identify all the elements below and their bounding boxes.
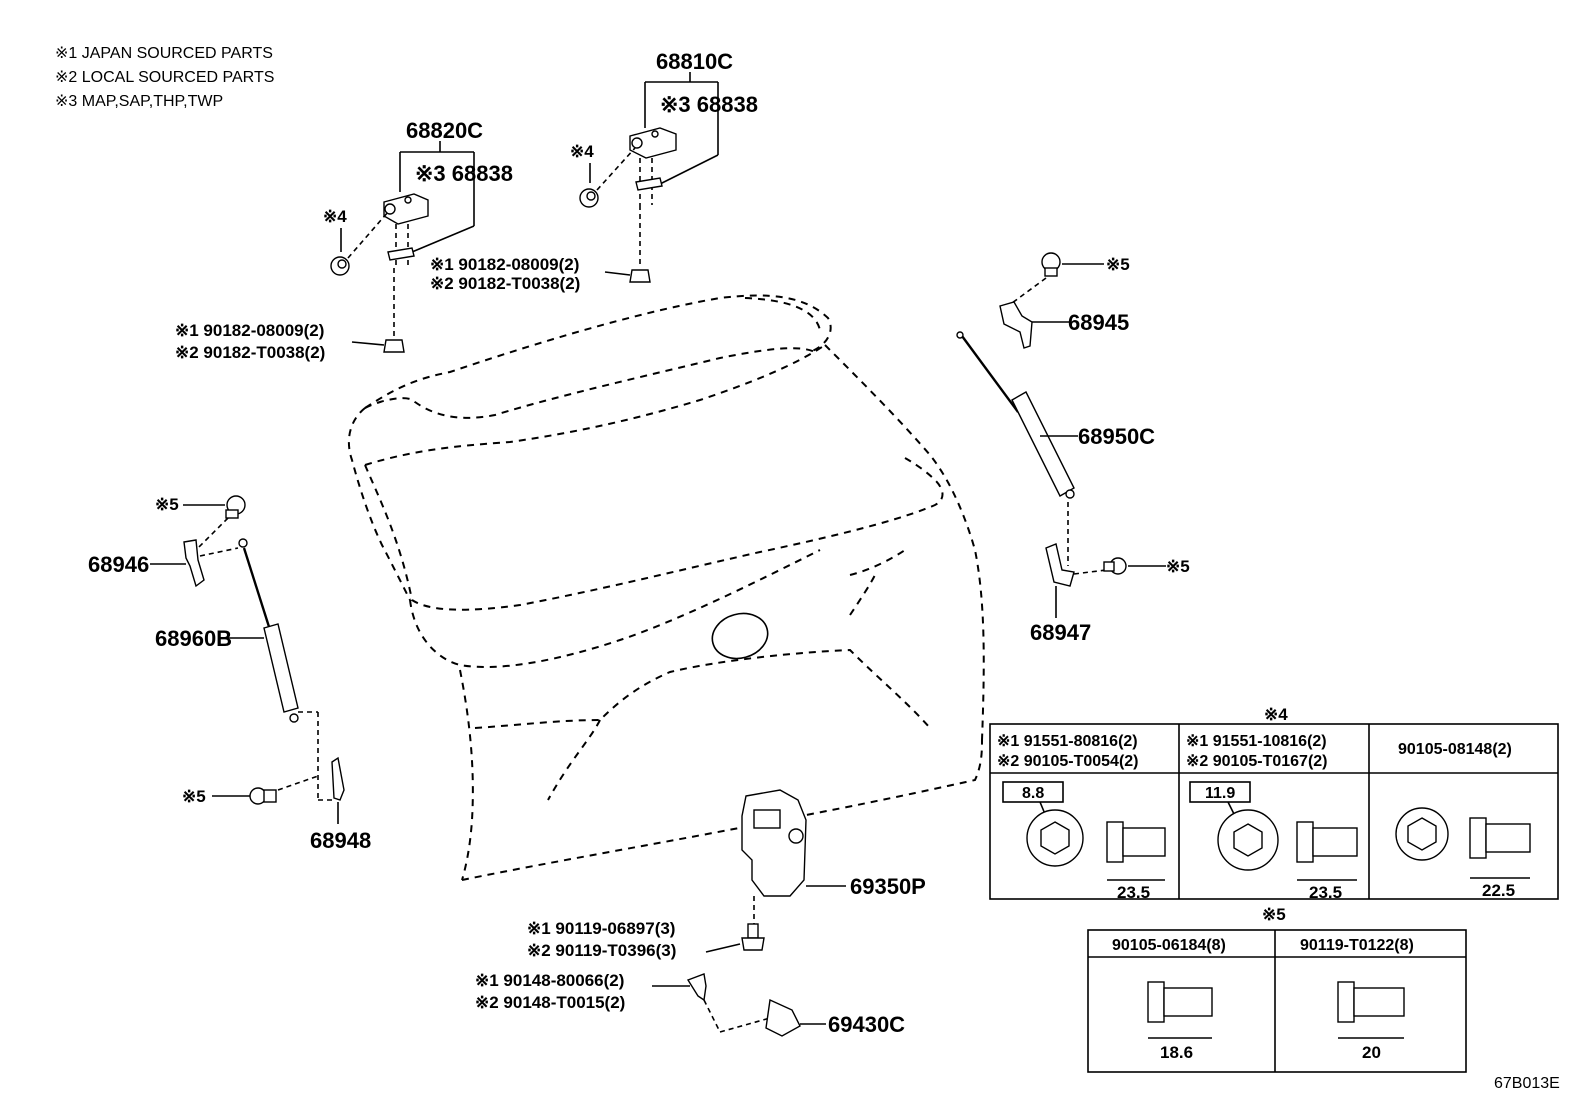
label-bolt-lock-2: ※2 90119-T0396(3)	[527, 941, 676, 960]
label-69430C: 69430C	[828, 1012, 905, 1037]
hinge-assembly-left: 68820C ※3 68838 ※4 ※1 90182-08009(2) ※2 …	[175, 118, 513, 362]
bumper-assembly: ※1 90148-80066(2) ※2 90148-T0015(2) 6943…	[475, 971, 905, 1037]
label-69350P: 69350P	[850, 874, 926, 899]
label-68810C: 68810C	[656, 49, 733, 74]
drawing-code: 67B013E	[1494, 1075, 1560, 1092]
label-68947: 68947	[1030, 620, 1091, 645]
label-mark5-left-bottom: ※5	[182, 787, 206, 806]
label-nut-right-1: ※1 90182-08009(2)	[430, 255, 579, 274]
label-68838-right: ※3 68838	[660, 92, 758, 117]
table4-col2-line1: ※1 91551-10816(2)	[1186, 733, 1327, 750]
label-screw-1: ※1 90148-80066(2)	[475, 971, 624, 990]
table-mark4: ※4 ※1 91551-80816(2) ※2 90105-T0054(2) 8…	[989, 705, 1559, 902]
label-nut-left-1: ※1 90182-08009(2)	[175, 321, 324, 340]
label-mark5-left-top: ※5	[155, 495, 179, 514]
table4-col3-length: 22.5	[1482, 881, 1515, 900]
table4-col3-line1: 90105-08148(2)	[1398, 741, 1512, 758]
label-nut-right-2: ※2 90182-T0038(2)	[430, 274, 580, 293]
table5-col2-label: 90119-T0122(8)	[1300, 937, 1414, 954]
note-model-codes: ※3 MAP,SAP,THP,TWP	[55, 93, 223, 110]
note-japan-sourced: ※1 JAPAN SOURCED PARTS	[55, 45, 273, 62]
label-screw-2: ※2 90148-T0015(2)	[475, 993, 625, 1012]
label-mark5-mid-right: ※5	[1166, 557, 1190, 576]
note-local-sourced: ※2 LOCAL SOURCED PARTS	[55, 69, 274, 86]
table-mark5: ※5 90105-06184(8) 90119-T0122(8) 18.6 20	[1087, 905, 1467, 1073]
table4-col1-length: 23.5	[1117, 883, 1150, 902]
table4-title: ※4	[1264, 705, 1288, 724]
table4-col1-line1: ※1 91551-80816(2)	[997, 733, 1138, 750]
label-mark5-top-right: ※5	[1106, 255, 1130, 274]
label-68960B: 68960B	[155, 626, 232, 651]
label-bolt-lock-1: ※1 90119-06897(3)	[527, 919, 675, 938]
label-mark4-right: ※4	[570, 142, 594, 161]
table5-col1-label: 90105-06184(8)	[1112, 937, 1226, 954]
lock-assembly: 69350P ※1 90119-06897(3) ※2 90119-T0396(…	[527, 789, 926, 960]
stay-assembly-left: ※5 68946 68960B 68948 ※5	[88, 495, 371, 853]
table4-col1-line2: ※2 90105-T0054(2)	[997, 753, 1139, 770]
label-68820C: 68820C	[406, 118, 483, 143]
table5-title: ※5	[1262, 905, 1286, 924]
label-mark4-left: ※4	[323, 207, 347, 226]
table4-col1-size: 8.8	[1022, 785, 1044, 802]
table4-col2-size: 11.9	[1205, 785, 1235, 802]
table4-col2-length: 23.5	[1309, 883, 1342, 902]
label-68838-left: ※3 68838	[415, 161, 513, 186]
label-68950C: 68950C	[1078, 424, 1155, 449]
label-68946: 68946	[88, 552, 149, 577]
label-68948: 68948	[310, 828, 371, 853]
table5-col2-length: 20	[1362, 1043, 1381, 1062]
stay-assembly-right: ※5 68945 68950C 68947 ※5	[956, 252, 1190, 645]
table5-col1-length: 18.6	[1160, 1043, 1193, 1062]
hinge-assembly-right: 68810C ※3 68838 ※4 ※1 90182-08009(2) ※2 …	[430, 49, 758, 293]
label-68945: 68945	[1068, 310, 1129, 335]
back-door-outline	[347, 294, 985, 881]
table4-col2-line2: ※2 90105-T0167(2)	[1186, 753, 1328, 770]
label-nut-left-2: ※2 90182-T0038(2)	[175, 343, 325, 362]
